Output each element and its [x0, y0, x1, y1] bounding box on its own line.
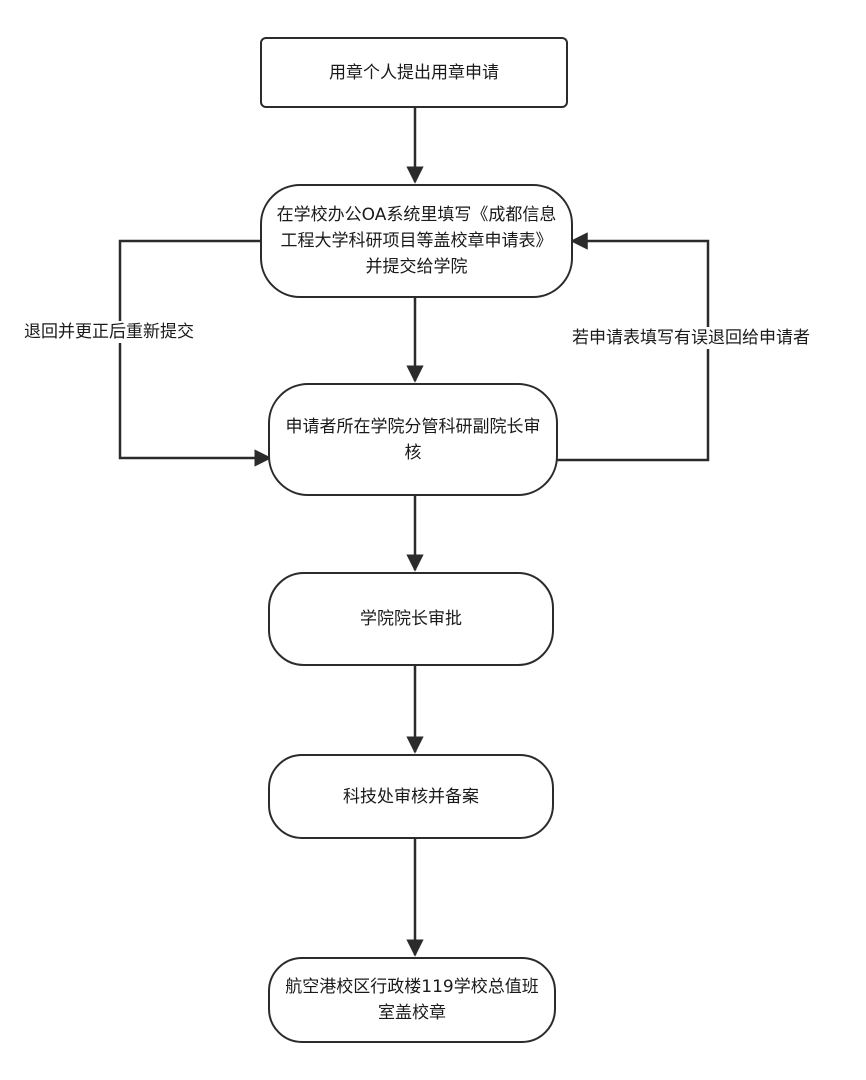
node-vice-dean-review-text: 申请者所在学院分管科研副院长审核 — [285, 416, 541, 463]
node-stamp-seal: 航空港校区行政楼119学校总值班室盖校章 — [268, 957, 556, 1043]
arrow-return-loop — [555, 232, 710, 462]
node-science-office-review-text: 科技处审核并备案 — [343, 786, 479, 807]
arrow-resubmit-loop — [118, 239, 272, 467]
node-submit-request-text: 用章个人提出用章申请 — [329, 62, 499, 83]
node-submit-request: 用章个人提出用章申请 — [260, 37, 568, 108]
node-dean-approval-text: 学院院长审批 — [360, 609, 462, 629]
node-fill-oa-form-text: 在学校办公OA系统里填写《成都信息工程大学科研项目等盖校章申请表》并提交给学院 — [276, 205, 557, 277]
node-vice-dean-review: 申请者所在学院分管科研副院长审核 — [268, 383, 558, 496]
edge-label-return-error: 若申请表填写有误退回给申请者 — [572, 327, 810, 349]
edge-label-resubmit: 退回并更正后重新提交 — [24, 321, 194, 343]
node-stamp-seal-text: 航空港校区行政楼119学校总值班室盖校章 — [285, 977, 539, 1023]
node-science-office-review: 科技处审核并备案 — [268, 754, 554, 839]
node-dean-approval: 学院院长审批 — [268, 572, 554, 666]
node-fill-oa-form: 在学校办公OA系统里填写《成都信息工程大学科研项目等盖校章申请表》并提交给学院 — [260, 184, 573, 298]
